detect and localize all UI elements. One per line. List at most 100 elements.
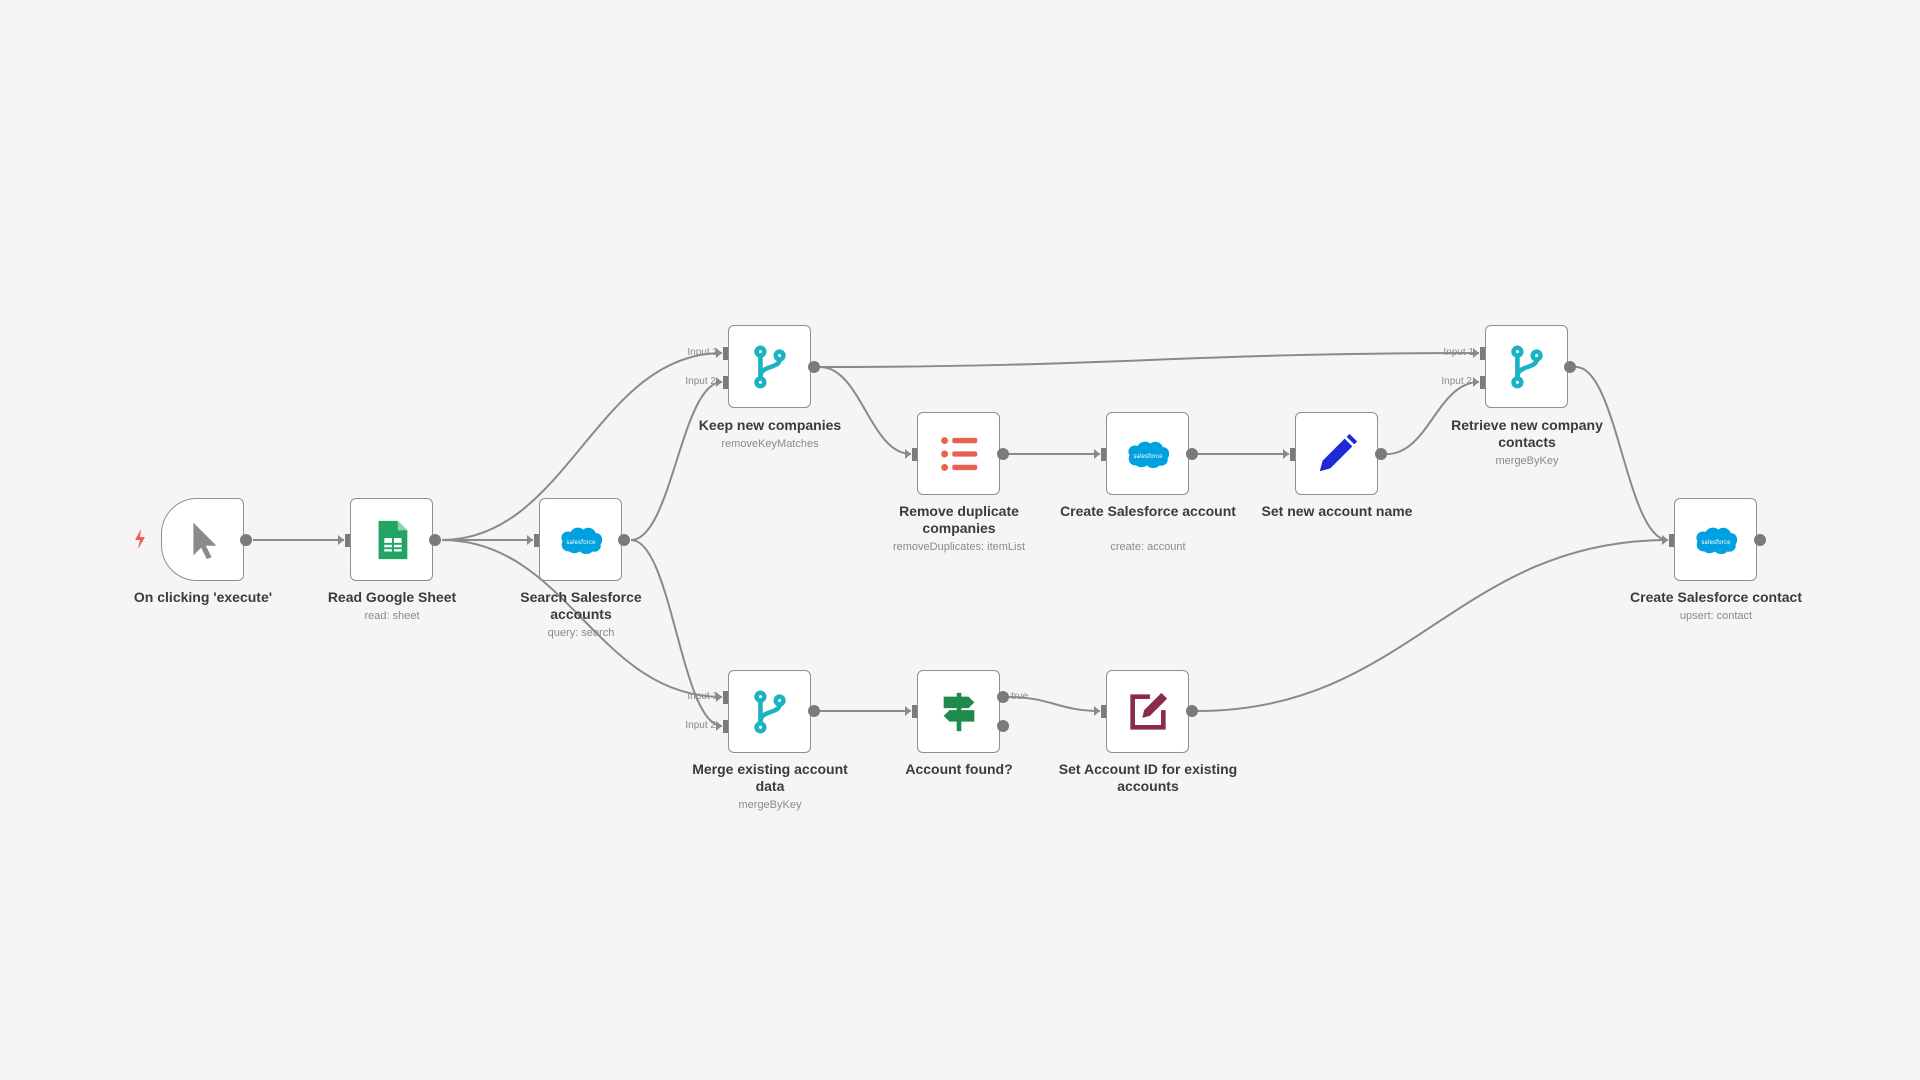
output-handle[interactable]: [618, 534, 630, 546]
node-title: Keep new companies: [698, 417, 842, 433]
node-subtitle: removeKeyMatches: [721, 438, 819, 450]
node-merge-existing-account-data[interactable]: [728, 670, 811, 753]
node-set-new-account-name[interactable]: [1295, 412, 1378, 495]
node-title: Create Salesforce account: [1060, 503, 1236, 519]
connection-arrowhead: [1094, 449, 1100, 459]
connection-search-to-keep-input2[interactable]: [630, 381, 723, 541]
connection-arrowhead: [1662, 535, 1668, 545]
node-title: Account found?: [905, 761, 1013, 777]
salesforce-icon: salesforce: [1125, 431, 1171, 477]
connection-arrowhead: [527, 535, 533, 545]
output-handle[interactable]: [429, 534, 441, 546]
connection-keep-to-retrieve-input1[interactable]: [819, 352, 1480, 368]
output-handle[interactable]: [240, 534, 252, 546]
output-handle[interactable]: [1375, 448, 1387, 460]
node-subtitle: create: account: [1110, 541, 1186, 553]
input-handle[interactable]: [1101, 448, 1106, 461]
signpost-icon: [936, 689, 982, 735]
node-title: Read Google Sheet: [327, 589, 457, 605]
connection-retrieve-to-create-contact[interactable]: [1575, 366, 1669, 541]
input-handle[interactable]: [1480, 347, 1485, 360]
connection-sheet-to-keep-input1[interactable]: [441, 352, 723, 541]
node-title: Retrieve new company contacts: [1451, 417, 1603, 450]
output-handle[interactable]: [808, 705, 820, 717]
merge-icon: [747, 344, 793, 390]
node-subtitle: read: sheet: [364, 610, 420, 622]
connection-arrowhead: [716, 348, 722, 358]
connection-set-id-to-create-contact[interactable]: [1197, 539, 1669, 712]
input-handle[interactable]: [1480, 376, 1485, 389]
input-handle[interactable]: [345, 534, 350, 547]
node-subtitle: mergeByKey: [1495, 455, 1559, 467]
input-2-label: Input 2: [1441, 376, 1472, 387]
output-handle[interactable]: [808, 361, 820, 373]
salesforce-logo-text: salesforce: [1133, 454, 1163, 460]
node-keep-new-companies[interactable]: [728, 325, 811, 408]
node-title: Set new account name: [1261, 503, 1413, 519]
output-handle[interactable]: [1754, 534, 1766, 546]
node-subtitle: query: search: [547, 627, 615, 639]
input-1-label: Input 1: [1443, 347, 1474, 358]
node-create-salesforce-contact[interactable]: salesforce: [1674, 498, 1757, 581]
node-manual-trigger[interactable]: [161, 498, 244, 581]
connection-search-to-merge-input2[interactable]: [630, 539, 723, 727]
connection-arrowhead: [1283, 449, 1289, 459]
trigger-bolt-icon: [135, 529, 145, 549]
input-handle[interactable]: [1669, 534, 1674, 547]
input-handle[interactable]: [912, 705, 917, 718]
merge-icon: [747, 689, 793, 735]
salesforce-logo-text: salesforce: [1701, 540, 1731, 546]
true-branch-label: true: [1011, 691, 1029, 702]
edit-icon: [1125, 689, 1171, 735]
connection-sheet-to-merge-input1[interactable]: [441, 539, 723, 698]
input-2-label: Input 2: [685, 720, 716, 731]
input-handle[interactable]: [912, 448, 917, 461]
output-handle[interactable]: [1186, 705, 1198, 717]
input-handle[interactable]: [1101, 705, 1106, 718]
connection-true-to-set-account-id[interactable]: [1008, 696, 1101, 712]
node-create-salesforce-account[interactable]: salesforce: [1106, 412, 1189, 495]
connection-keep-to-remove-dupes[interactable]: [819, 366, 912, 455]
node-title: On clicking 'execute': [133, 589, 273, 605]
input-2-label: Input 2: [685, 376, 716, 387]
node-subtitle: removeDuplicates: itemList: [892, 541, 1026, 553]
input-handle[interactable]: [723, 376, 728, 389]
input-handle[interactable]: [723, 691, 728, 704]
output-handle[interactable]: [1186, 448, 1198, 460]
connection-arrowhead: [1473, 348, 1479, 358]
google-sheets-icon: [369, 517, 415, 563]
node-title: Set Account ID for existing accounts: [1058, 761, 1238, 794]
node-account-found[interactable]: [917, 670, 1000, 753]
node-search-salesforce-accounts[interactable]: salesforce: [539, 498, 622, 581]
salesforce-icon: salesforce: [1693, 517, 1739, 563]
connection-arrowhead: [1094, 706, 1100, 716]
connection-arrowhead: [716, 377, 722, 387]
node-subtitle: upsert: contact: [1679, 610, 1753, 622]
output-handle[interactable]: [1564, 361, 1576, 373]
output-handle[interactable]: [997, 691, 1009, 703]
node-remove-duplicate-companies[interactable]: [917, 412, 1000, 495]
salesforce-icon: salesforce: [558, 517, 604, 563]
connection-set-name-to-retrieve-input2[interactable]: [1386, 381, 1480, 455]
output-handle[interactable]: [997, 720, 1009, 732]
input-1-label: Input 1: [687, 347, 718, 358]
node-set-account-id[interactable]: [1106, 670, 1189, 753]
node-title: Merge existing account data: [692, 761, 848, 794]
node-title: Create Salesforce contact: [1630, 589, 1802, 605]
connection-arrowhead: [338, 535, 344, 545]
list-icon: [936, 431, 982, 477]
connection-arrowhead: [905, 449, 911, 459]
input-handle[interactable]: [534, 534, 539, 547]
node-read-google-sheet[interactable]: [350, 498, 433, 581]
node-retrieve-new-company-contacts[interactable]: [1485, 325, 1568, 408]
connection-arrowhead: [716, 692, 722, 702]
node-subtitle: mergeByKey: [738, 799, 802, 811]
node-title: Remove duplicate companies: [899, 503, 1019, 536]
input-handle[interactable]: [1290, 448, 1295, 461]
output-handle[interactable]: [997, 448, 1009, 460]
input-handle[interactable]: [723, 720, 728, 733]
input-handle[interactable]: [723, 347, 728, 360]
node-title: Search Salesforce accounts: [520, 589, 642, 622]
